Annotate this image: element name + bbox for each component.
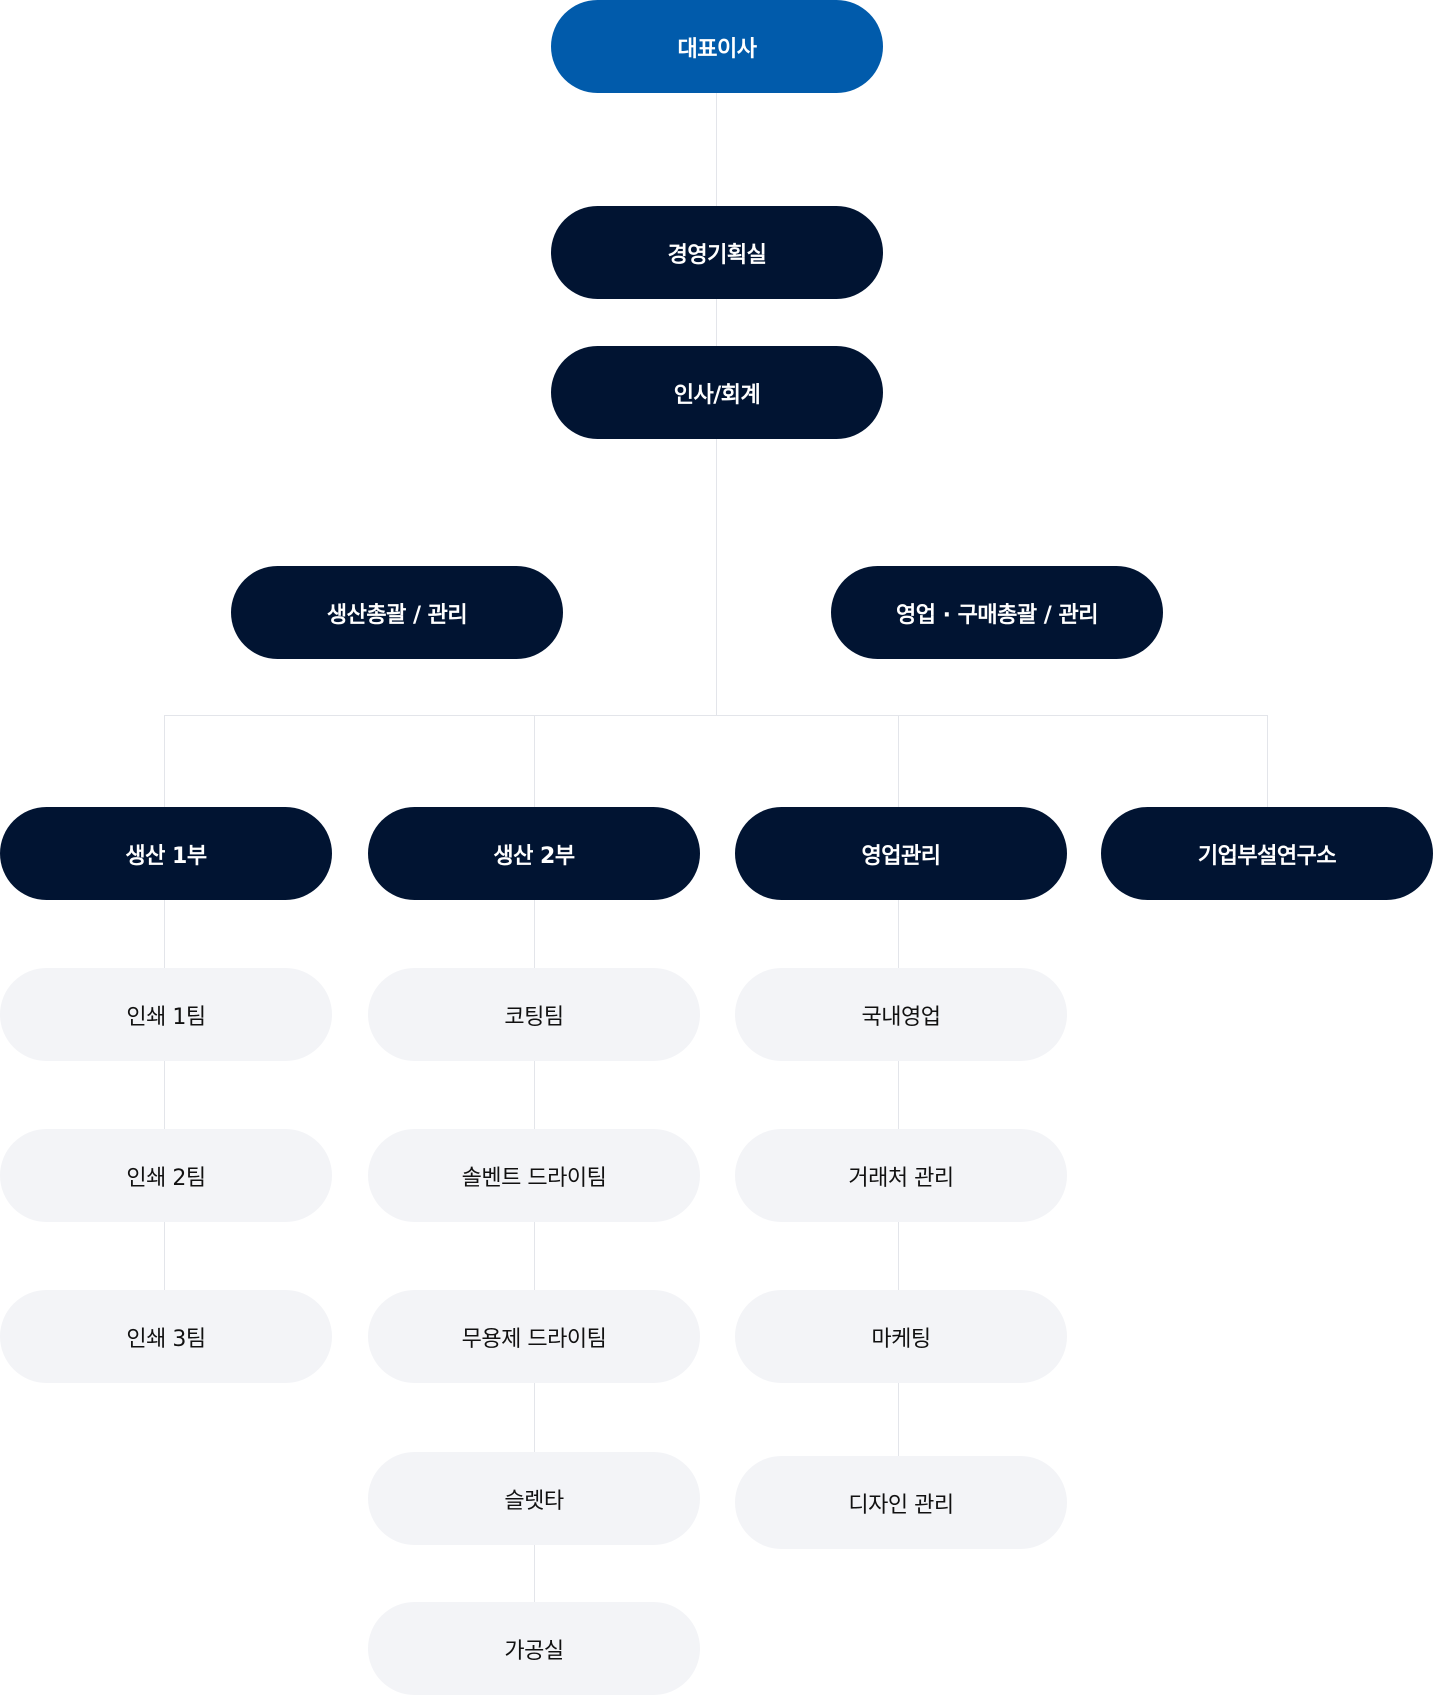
node-team: 솔벤트 드라이팀 — [368, 1129, 700, 1222]
node-team: 인쇄 1팀 — [0, 968, 332, 1061]
node-ceo: 대표이사 — [551, 0, 883, 93]
node-team: 인쇄 2팀 — [0, 1129, 332, 1222]
node-production-head: 생산총괄 / 관리 — [231, 566, 563, 659]
node-team: 거래처 관리 — [735, 1129, 1067, 1222]
node-sales-head: 영업 · 구매총괄 / 관리 — [831, 566, 1163, 659]
node-production-1: 생산 1부 — [0, 807, 332, 900]
connector-col4 — [1267, 715, 1268, 810]
node-team: 인쇄 3팀 — [0, 1290, 332, 1383]
node-hr-accounting: 인사/회계 — [551, 346, 883, 439]
node-team: 무용제 드라이팀 — [368, 1290, 700, 1383]
node-planning: 경영기획실 — [551, 206, 883, 299]
node-team: 슬렛타 — [368, 1452, 700, 1545]
node-team: 코팅팀 — [368, 968, 700, 1061]
connector-horizontal — [164, 715, 1268, 716]
node-team: 디자인 관리 — [735, 1456, 1067, 1549]
node-team: 가공실 — [368, 1602, 700, 1695]
node-team: 마케팅 — [735, 1290, 1067, 1383]
node-team: 국내영업 — [735, 968, 1067, 1061]
node-production-2: 생산 2부 — [368, 807, 700, 900]
node-sales-management: 영업관리 — [735, 807, 1067, 900]
node-research-institute: 기업부설연구소 — [1101, 807, 1433, 900]
connector-col3 — [898, 715, 899, 1502]
